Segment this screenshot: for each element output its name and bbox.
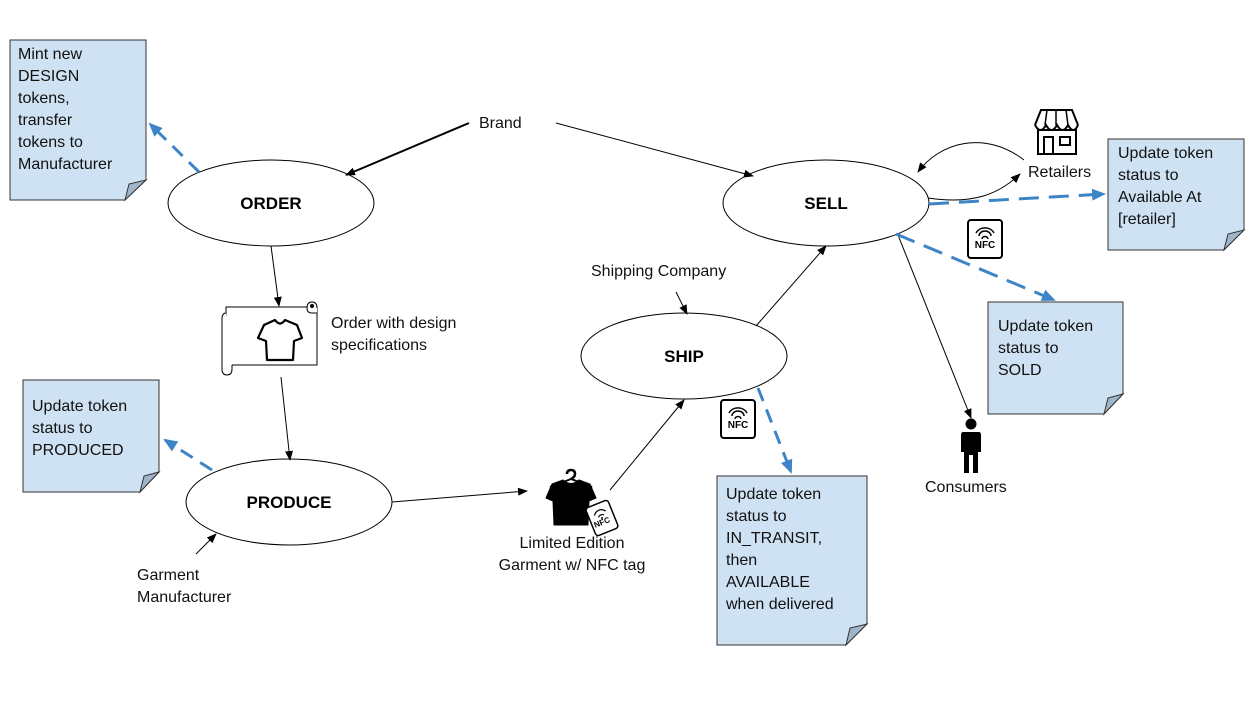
arrow-spec-produce (280, 376, 294, 461)
arrow-produce-garment (391, 487, 528, 503)
node-ship-label: SHIP (664, 347, 704, 366)
arrow-brand-order (345, 122, 470, 176)
arrow-sell-retailers (927, 173, 1021, 201)
note-produced: Update token status to PRODUCED (32, 398, 128, 459)
arrow-garment-ship (609, 399, 685, 491)
node-order-label: ORDER (240, 194, 302, 213)
actor-shipping-company: Shipping Company (591, 263, 727, 280)
note-in-transit: Update token status to IN_TRANSIT, then … (726, 486, 834, 613)
artifact-garment: Limited Edition Garment w/ NFC tag (498, 535, 646, 574)
store-icon (1034, 109, 1079, 155)
tshirt-icon (256, 318, 304, 362)
node-produce-label: PRODUCE (246, 493, 332, 512)
dashed-produce-note (163, 438, 213, 472)
actor-brand: Brand (479, 115, 522, 132)
dashed-ship-note (756, 387, 793, 474)
arrow-manufacturer (195, 533, 217, 555)
note-available-at: Update token status to Available At [ret… (1118, 145, 1214, 228)
nfc-icon-sell (967, 219, 1003, 259)
note-sold: Update token status to SOLD (998, 318, 1094, 379)
nfc-label-sell: NFC (974, 240, 996, 251)
dashed-order-note (148, 122, 201, 174)
nfc-icon-ship (720, 399, 756, 439)
arrow-retailers-sell (917, 142, 1025, 173)
arrow-shipping-company (675, 291, 688, 315)
nfc-tag-garment-icon (585, 499, 619, 537)
note-mint: Mint new DESIGN tokens, transfer tokens … (18, 46, 113, 173)
nfc-label-ship: NFC (727, 420, 749, 431)
artifact-order-spec: Order with design specifications (331, 315, 457, 354)
hanger-shirt-icon (545, 468, 597, 526)
arrow-ship-sell (755, 245, 827, 327)
arrow-brand-sell (555, 122, 754, 178)
node-sell-label: SELL (804, 194, 848, 213)
actor-garment-manufacturer: Garment Manufacturer (137, 567, 232, 606)
person-icon (961, 418, 981, 473)
actor-consumers: Consumers (925, 479, 1007, 496)
actor-retailers: Retailers (1028, 164, 1092, 181)
arrow-sell-consumers (897, 234, 972, 419)
dashed-sell-available (928, 188, 1106, 206)
arrow-order-spec (270, 245, 282, 307)
